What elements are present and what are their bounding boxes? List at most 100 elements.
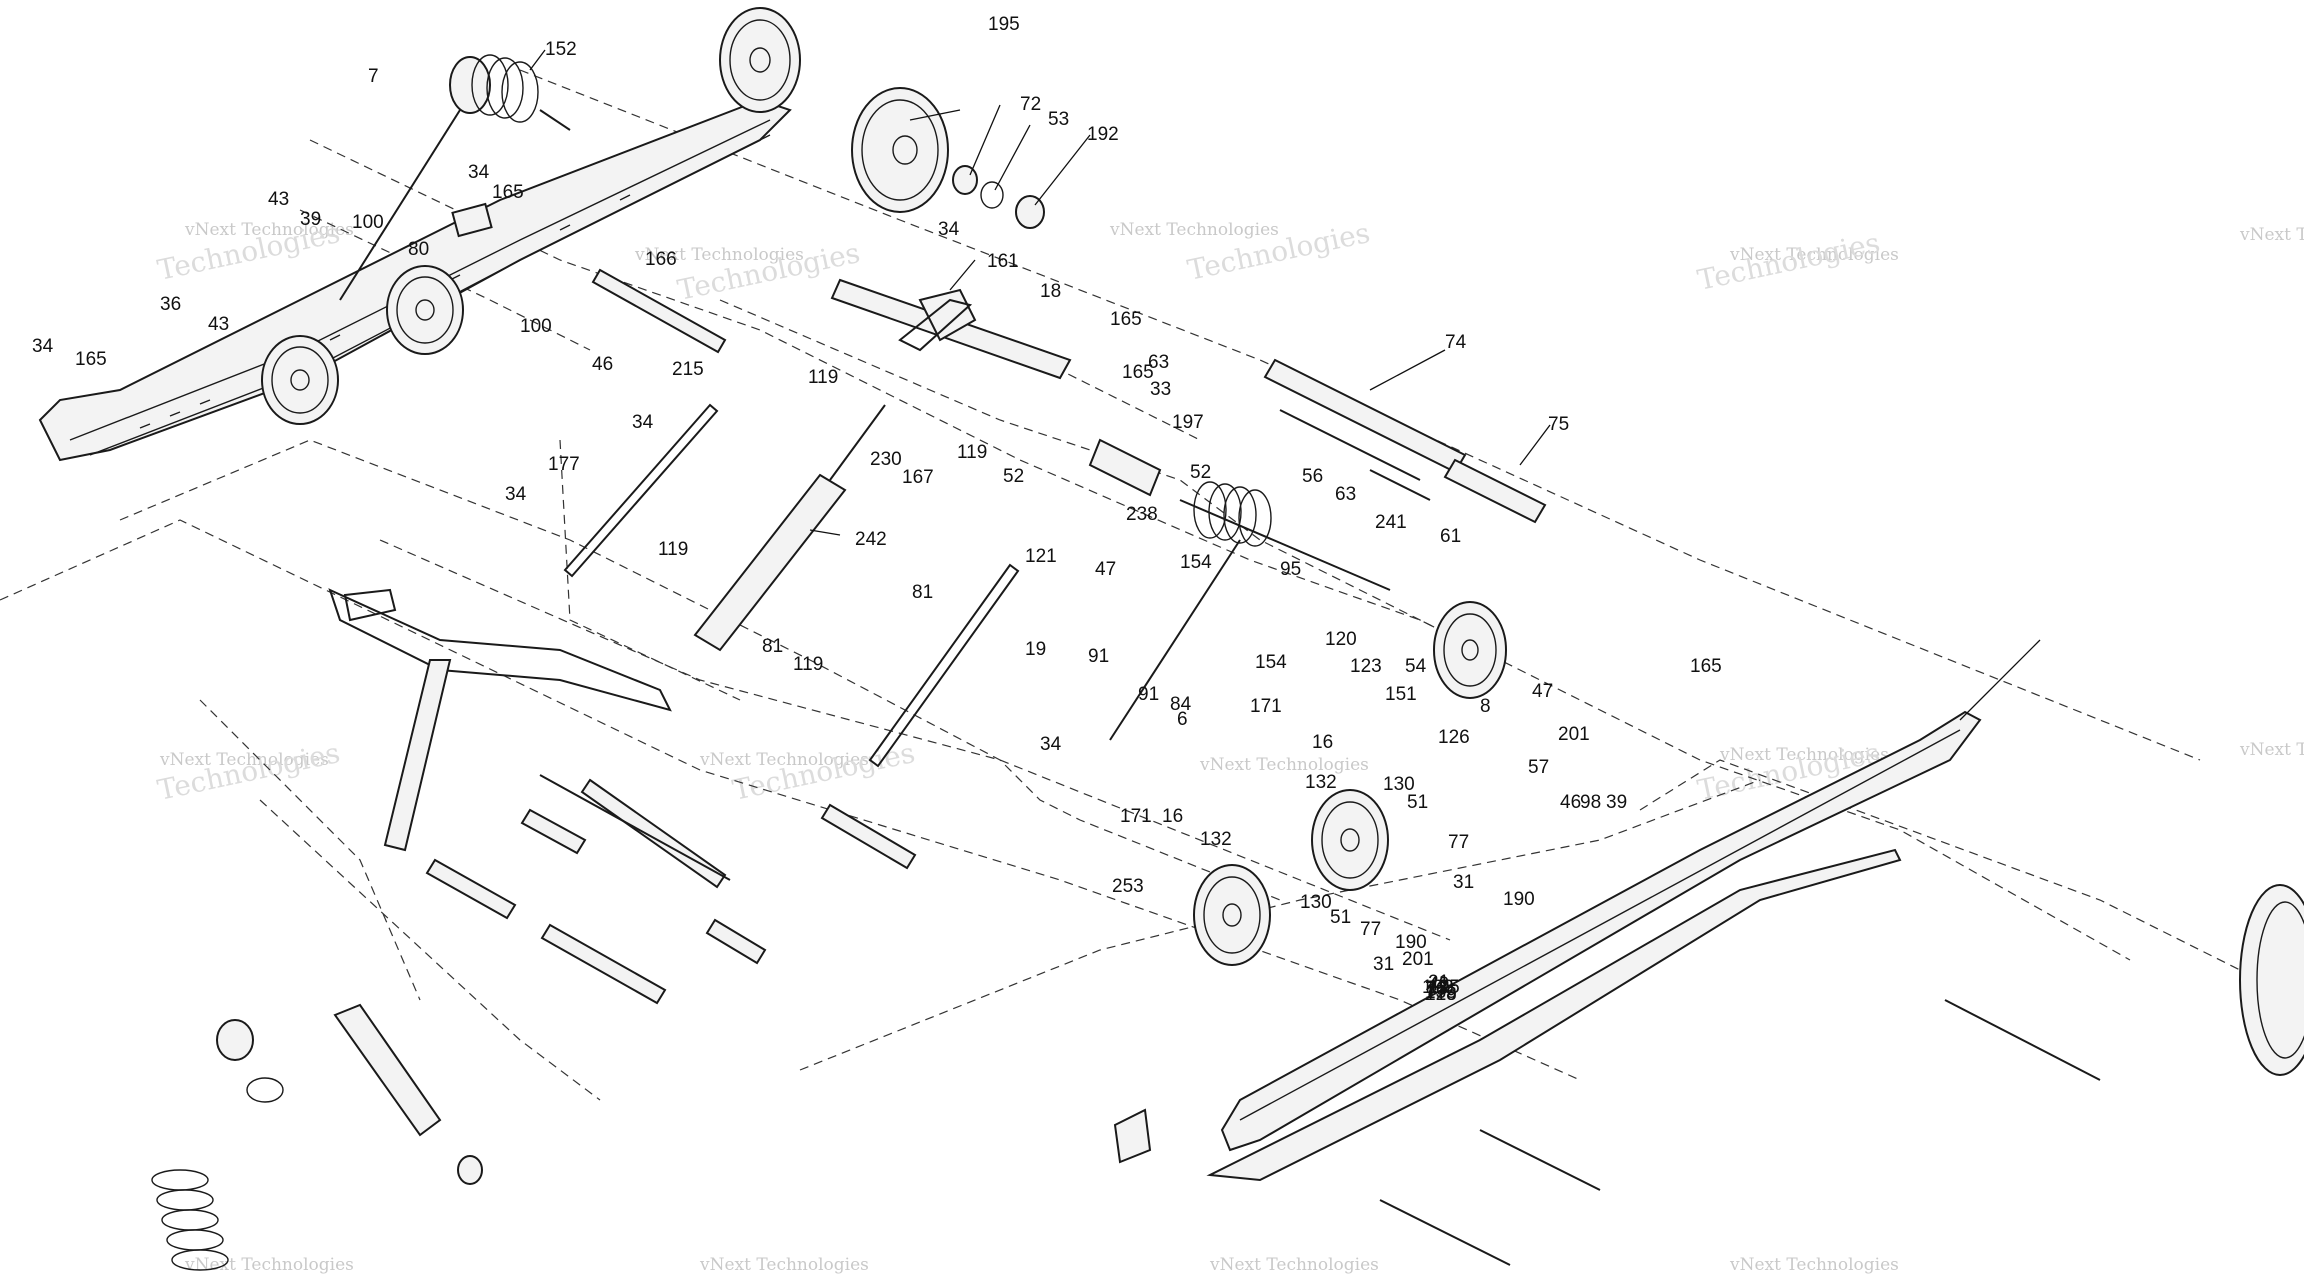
callout: 154 xyxy=(1180,552,1212,573)
callout: 132 xyxy=(1200,829,1232,850)
rod-206 xyxy=(580,778,727,889)
watermark-text: vNext Technologies xyxy=(699,750,869,770)
rod-216 xyxy=(540,923,667,1005)
callout: 18 xyxy=(1040,281,1061,302)
callout: 52 xyxy=(1190,462,1211,483)
bearing-72 xyxy=(952,165,978,195)
watermark-text: vNext Technologies xyxy=(2239,225,2304,245)
link-rod-177 xyxy=(868,563,1020,768)
bolt-160 xyxy=(1944,999,2101,1081)
shock-253 xyxy=(333,1003,483,1185)
callout: 8 xyxy=(1480,696,1491,717)
callout: 46 xyxy=(592,354,613,375)
left-rail-assembly xyxy=(38,7,801,462)
callout: 166 xyxy=(645,249,677,270)
rod-241 xyxy=(1369,469,1431,501)
ring-53 xyxy=(980,181,1004,209)
callout: 175 xyxy=(1428,977,1460,998)
callout: 165 xyxy=(1110,309,1142,330)
callout: 56 xyxy=(1302,466,1323,487)
callout: 119 xyxy=(793,654,823,675)
idler-wheel xyxy=(261,335,339,425)
callout: 19 xyxy=(1025,639,1046,660)
callout: 74 xyxy=(1445,332,1467,353)
watermark-text: vNext Technologies xyxy=(1109,220,1279,240)
axle-215 xyxy=(591,268,727,354)
callout: 63 xyxy=(1148,352,1169,373)
callout: 76 xyxy=(1425,979,1446,1000)
callout: 47 xyxy=(1095,559,1116,580)
callout: 167 xyxy=(902,467,934,488)
callout: 16 xyxy=(1162,806,1183,827)
callout: 72 xyxy=(1020,94,1041,115)
callout: 190 xyxy=(1395,932,1427,953)
callout: 165 xyxy=(1690,656,1722,677)
callout: 34 xyxy=(468,162,490,183)
callout: 165 xyxy=(75,349,107,370)
callout: 132 xyxy=(1305,772,1337,793)
watermark-text: Technologies xyxy=(730,736,918,807)
watermark-text: Technologies xyxy=(1695,226,1883,297)
callout: 54 xyxy=(1405,656,1427,677)
spacer-238 xyxy=(1088,438,1162,497)
callout: 119 xyxy=(808,367,838,388)
callout: 192 xyxy=(1087,124,1119,145)
tube-75 xyxy=(1443,458,1547,524)
watermark-text: vNext Technologies xyxy=(2239,740,2304,760)
callout: 52 xyxy=(1003,466,1024,487)
wheel-132 xyxy=(1193,864,1271,966)
callout: 201 xyxy=(1558,724,1590,745)
bumper-block xyxy=(451,202,493,238)
callout: 238 xyxy=(1126,504,1158,525)
link-rod-177 xyxy=(563,403,719,578)
watermark-text: vNext Technologies xyxy=(634,245,804,265)
callout: 119 xyxy=(658,539,688,560)
tube-64 xyxy=(425,858,517,920)
callout: 154 xyxy=(1255,652,1287,673)
wheel-195 xyxy=(851,87,949,213)
callout: 33 xyxy=(1150,379,1171,400)
callout: 80 xyxy=(408,239,429,260)
callout: 31 xyxy=(1373,954,1394,975)
callout: 130 xyxy=(1383,774,1415,795)
callout: 126 xyxy=(1438,727,1470,748)
callout: 121 xyxy=(1025,546,1057,567)
torsion-spring xyxy=(339,54,571,301)
callout: 39 xyxy=(1606,792,1627,813)
callout: 100 xyxy=(520,316,552,337)
tube-97 xyxy=(520,808,587,855)
callout: 39 xyxy=(300,209,321,230)
washer-192 xyxy=(1015,195,1045,229)
tube-103 xyxy=(820,803,917,870)
callout: 130 xyxy=(1300,892,1332,913)
callout: 16 xyxy=(1312,732,1333,753)
callout: 195 xyxy=(988,14,1020,35)
callout: 201 xyxy=(1402,949,1434,970)
callout: 152 xyxy=(545,39,577,60)
torsion-spring-154 xyxy=(1109,481,1391,741)
callout: 34 xyxy=(632,412,654,433)
callout: 51 xyxy=(1330,907,1351,928)
callout: 53 xyxy=(1048,109,1069,130)
callout: 6 xyxy=(1177,709,1188,730)
callout: 36 xyxy=(160,294,181,315)
bolt-160 xyxy=(1379,1199,1511,1266)
callout: 51 xyxy=(1407,792,1428,813)
callout: 7 xyxy=(368,66,379,87)
watermark-text: vNext Technologies xyxy=(159,750,329,770)
callout: 75 xyxy=(1548,414,1569,435)
callout: 77 xyxy=(1448,832,1469,853)
leader-lines xyxy=(529,49,2041,721)
callout: 241 xyxy=(1375,512,1407,533)
callout: 128 xyxy=(1425,984,1457,1005)
callout: 61 xyxy=(1440,526,1461,547)
watermark-text: vNext Technologies xyxy=(699,1255,869,1275)
cap-58 xyxy=(216,1019,254,1061)
watermark-text: vNext Technologies xyxy=(184,1255,354,1275)
callout: 81 xyxy=(762,636,783,657)
callout: 95 xyxy=(1280,559,1301,580)
callout: 161 xyxy=(987,251,1019,272)
watermark-text: vNext Technologies xyxy=(1719,745,1889,765)
callout: 34 xyxy=(938,219,960,240)
